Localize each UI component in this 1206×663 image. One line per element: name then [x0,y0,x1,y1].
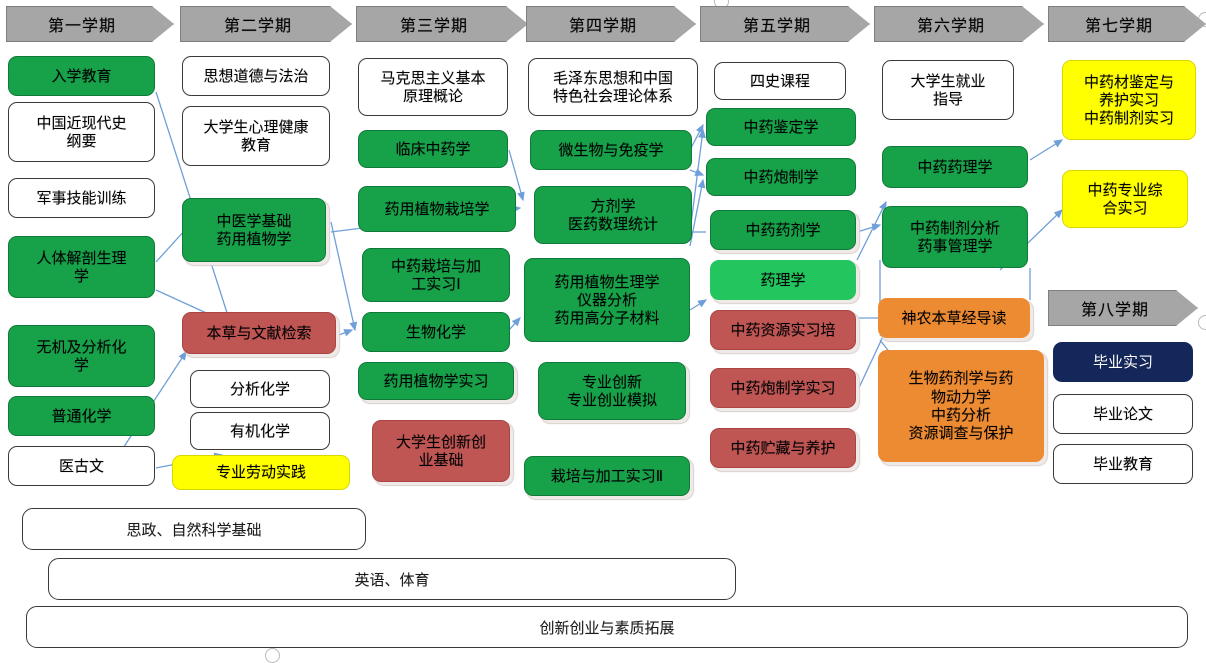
course-box[interactable]: 微生物与免疫学 [530,130,692,170]
course-box[interactable]: 四史课程 [714,62,846,100]
course-box[interactable]: 中药贮藏与养护 [710,428,856,468]
course-box[interactable]: 专业创新 专业创业模拟 [538,362,686,420]
course-box[interactable]: 中药栽培与加 工实习Ⅰ [362,248,510,302]
semester-header-label: 第八学期 [1080,300,1149,319]
course-box[interactable]: 栽培与加工实习Ⅱ [524,456,690,496]
course-box[interactable]: 毕业论文 [1053,394,1193,434]
semester-header-2[interactable]: 第二学期 [180,6,352,42]
semester-header-4[interactable]: 第四学期 [526,6,696,42]
course-box[interactable]: 医古文 [8,446,155,486]
course-box[interactable]: 中国近现代史 纲要 [8,102,155,162]
course-box[interactable]: 中药材鉴定与 养护实习 中药制剂实习 [1062,60,1196,140]
semester-header-3[interactable]: 第三学期 [356,6,528,42]
course-box[interactable]: 本草与文献检索 [182,312,336,354]
semester-header-label: 第三学期 [399,16,468,35]
course-box[interactable]: 无机及分析化 学 [8,325,155,387]
semester-header-label: 第五学期 [742,16,811,35]
course-box[interactable]: 分析化学 [190,370,330,408]
course-box[interactable]: 大学生创新创 业基础 [372,420,510,482]
course-box[interactable]: 军事技能训练 [8,178,155,218]
course-box[interactable]: 入学教育 [8,56,155,96]
semester-header-6[interactable]: 第六学期 [874,6,1044,42]
course-box[interactable]: 药用植物栽培学 [358,186,516,232]
course-box[interactable]: 中药专业综 合实习 [1062,170,1188,228]
course-box[interactable]: 专业劳动实践 [172,455,350,490]
semester-header-label: 第一学期 [47,16,116,35]
course-box[interactable]: 有机化学 [190,412,330,450]
course-box[interactable]: 思想道德与法治 [182,56,330,96]
course-box[interactable]: 大学生就业 指导 [882,60,1014,120]
course-box[interactable]: 生物化学 [362,312,510,352]
course-box[interactable]: 中药资源实习培 [710,310,856,350]
course-box[interactable]: 大学生心理健康 教育 [182,106,330,166]
semester-header-1[interactable]: 第一学期 [6,6,174,42]
semester-header-8[interactable]: 第八学期 [1048,290,1198,326]
course-box[interactable]: 中药制剂分析 药事管理学 [882,206,1028,268]
course-box[interactable]: 神农本草经导读 [878,298,1030,338]
semester-header-label: 第四学期 [568,16,637,35]
course-box[interactable]: 药理学 [710,260,856,300]
semester-header-label: 第六学期 [916,16,985,35]
course-box[interactable]: 中药鉴定学 [706,108,856,146]
course-box[interactable]: 毕业教育 [1053,444,1193,484]
course-box[interactable]: 中药炮制学实习 [710,368,856,408]
course-box[interactable]: 中药药剂学 [710,210,856,250]
semester-header-label: 第七学期 [1084,16,1153,35]
course-box[interactable]: 药用植物生理学 仪器分析 药用高分子材料 [524,258,690,342]
course-box[interactable]: 中药炮制学 [706,158,856,196]
decorative-circle-right-lower [1198,315,1206,330]
semester-header-5[interactable]: 第五学期 [700,6,870,42]
course-box[interactable]: 毛泽东思想和中国 特色社会理论体系 [528,58,698,116]
semester-header-7[interactable]: 第七学期 [1048,6,1206,42]
course-box[interactable]: 方剂学 医药数理统计 [534,186,692,244]
course-box[interactable]: 中医学基础 药用植物学 [182,198,326,262]
foundation-bar-label: 思政、自然科学基础 [126,520,262,539]
foundation-bar-2[interactable]: 英语、体育 [48,558,736,600]
course-box[interactable]: 人体解剖生理 学 [8,236,155,298]
decorative-circle-bottom [265,648,280,663]
course-box[interactable]: 马克思主义基本 原理概论 [358,58,508,116]
course-box[interactable]: 中药药理学 [882,146,1028,188]
course-box[interactable]: 普通化学 [8,396,155,436]
foundation-bar-1[interactable]: 思政、自然科学基础 [22,508,366,550]
foundation-bar-label: 创新创业与素质拓展 [539,618,675,637]
course-box[interactable]: 毕业实习 [1053,342,1193,382]
course-box[interactable]: 生物药剂学与药 物动力学 中药分析 资源调查与保护 [878,350,1044,462]
foundation-bar-label: 英语、体育 [354,570,430,589]
course-box[interactable]: 临床中药学 [358,130,508,168]
course-box[interactable]: 药用植物学实习 [358,362,514,400]
semester-header-label: 第二学期 [223,16,292,35]
foundation-bar-3[interactable]: 创新创业与素质拓展 [26,606,1188,648]
